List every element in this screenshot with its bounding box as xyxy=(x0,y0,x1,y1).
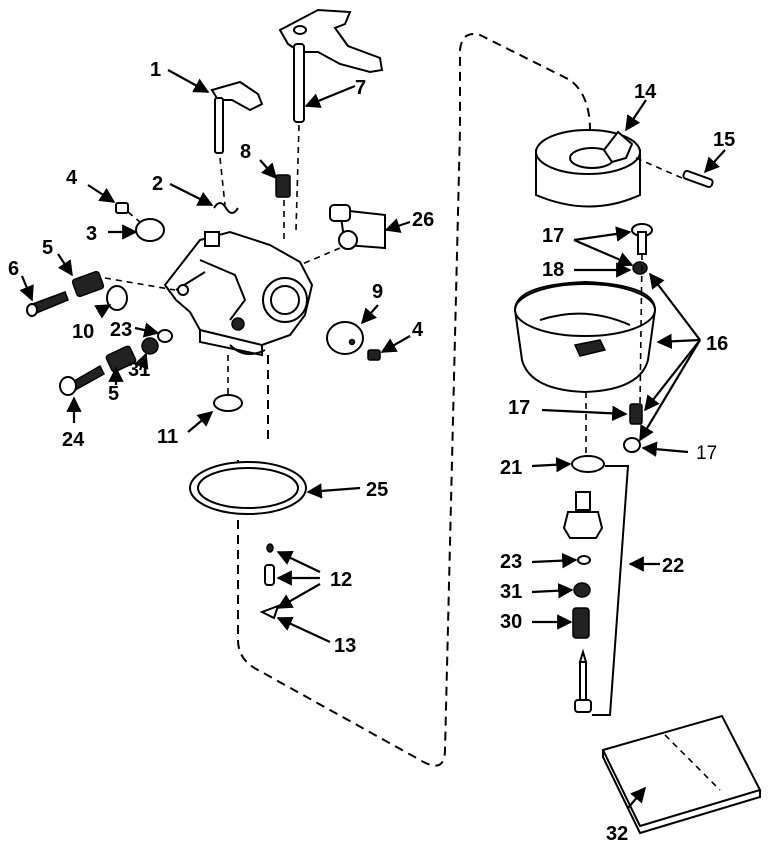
label-part-26: 26 xyxy=(412,209,434,231)
label-part-18: 18 xyxy=(542,259,564,281)
choke-plate-part xyxy=(135,218,165,242)
label-part-4-upper: 4 xyxy=(66,167,78,189)
label-part-23-left: 23 xyxy=(110,319,132,341)
bracket-22 xyxy=(592,465,630,716)
label-part-25: 25 xyxy=(366,479,388,501)
label-part-30: 30 xyxy=(500,611,522,633)
assembly-dashed-boundary xyxy=(237,33,591,767)
label-part-1: 1 xyxy=(150,59,161,81)
label-part-16: 16 xyxy=(706,333,728,355)
washer-17-lower-part xyxy=(623,437,641,453)
spring-8-part xyxy=(275,174,291,240)
throttle-shaft-part xyxy=(278,8,384,231)
label-part-11: 11 xyxy=(157,426,178,448)
label-part-10: 10 xyxy=(72,321,94,343)
label-part-8: 8 xyxy=(240,141,251,163)
float-pin-15-part xyxy=(635,157,714,189)
spring-17-mid-part xyxy=(629,403,643,425)
spring-30-part xyxy=(572,607,590,639)
needle-24-part xyxy=(59,364,105,396)
gasket-25-part xyxy=(189,461,307,515)
fuel-bowl-16-part xyxy=(513,280,657,394)
fuel-inlet-fitting-part xyxy=(299,204,386,266)
dashed-guide-right-bowl xyxy=(639,253,643,406)
spring-5-upper-part xyxy=(71,270,105,298)
label-part-6: 6 xyxy=(8,258,19,280)
repair-kit-32-part xyxy=(601,714,762,835)
throttle-plate-part xyxy=(326,321,364,355)
bowl-screw-17-top-part xyxy=(631,223,653,255)
label-part-14: 14 xyxy=(634,81,657,103)
label-part-7: 7 xyxy=(355,77,366,99)
label-part-5-upper: 5 xyxy=(42,237,53,259)
idle-screw-part xyxy=(26,291,69,317)
label-part-17-right: 17 xyxy=(696,443,717,464)
label-part-3: 3 xyxy=(86,223,97,245)
label-part-31-left: 31 xyxy=(128,359,150,381)
choke-shaft-part xyxy=(210,80,264,206)
seal-10-part xyxy=(106,285,128,311)
label-part-24: 24 xyxy=(62,429,85,451)
clip-13-part xyxy=(259,604,280,620)
washer-31-right-part xyxy=(573,582,591,598)
disk-11-part xyxy=(213,355,243,412)
leader-arrows xyxy=(19,69,726,809)
label-part-23-right: 23 xyxy=(500,551,522,573)
label-part-32: 32 xyxy=(606,823,628,845)
label-part-2: 2 xyxy=(152,173,163,195)
washer-18-part xyxy=(632,261,648,275)
label-part-21: 21 xyxy=(500,457,522,479)
float-14-part xyxy=(535,129,641,208)
needle-bottom-part xyxy=(574,648,592,713)
label-part-5-lower: 5 xyxy=(108,383,119,405)
label-part-17-top: 17 xyxy=(542,225,564,247)
pin-12-part xyxy=(264,543,275,586)
seal-21-part xyxy=(571,455,605,473)
label-part-31-right: 31 xyxy=(500,581,522,603)
label-part-9: 9 xyxy=(372,281,383,303)
label-part-17-mid: 17 xyxy=(508,397,530,419)
screw-4-upper-part xyxy=(115,202,141,223)
carburetor-body-part xyxy=(163,230,314,357)
label-part-15: 15 xyxy=(713,129,735,151)
dashed-guide-5-upper xyxy=(104,277,176,291)
label-part-4-lower: 4 xyxy=(412,319,424,341)
washer-23-left-part xyxy=(157,329,173,343)
label-part-13: 13 xyxy=(334,635,356,657)
screw-4-lower-part xyxy=(367,349,381,361)
part-number-labels: 1 7 8 2 4 3 26 5 6 9 10 23 4 31 5 24 11 … xyxy=(8,59,735,845)
label-part-22: 22 xyxy=(662,555,684,577)
label-part-12: 12 xyxy=(330,569,352,591)
spring-5-lower-part xyxy=(105,345,137,373)
choke-spring-part xyxy=(213,202,239,214)
main-jet-22-part xyxy=(562,491,604,565)
washer-31-left-part xyxy=(141,337,159,355)
